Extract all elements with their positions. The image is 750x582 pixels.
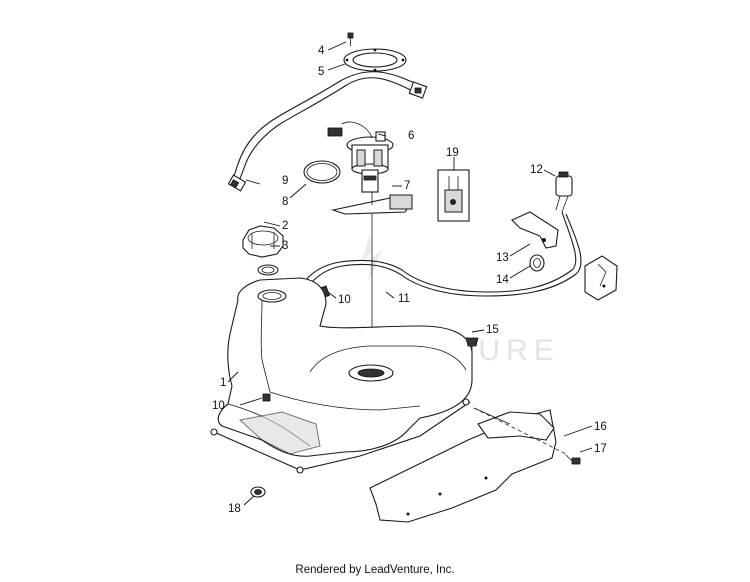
callouts: 4 5 6 7 8 9 19 12 2 3 13 14 10 11 15 1 1…: [212, 45, 607, 515]
fuel-sender-part[interactable]: [330, 192, 413, 215]
push-rivet-part[interactable]: [465, 337, 479, 356]
callout-10-upper: 10: [338, 294, 351, 306]
shield-screw-part[interactable]: [565, 454, 581, 465]
vent-valve-part[interactable]: [555, 171, 573, 213]
callout-3: 3: [282, 240, 288, 252]
callout-12: 12: [530, 164, 543, 176]
leader-lines: [227, 41, 593, 506]
fuel-pump-part[interactable]: [327, 121, 394, 193]
fuel-cap-part[interactable]: [242, 225, 284, 258]
fuel-line-hose-part[interactable]: [227, 71, 428, 192]
callout-4: 4: [318, 45, 325, 57]
drain-grommet-part[interactable]: [250, 486, 266, 498]
frame-clip: [584, 255, 618, 301]
callout-5: 5: [318, 66, 324, 78]
callout-14: 14: [496, 274, 509, 286]
hose-clamp-lower-part[interactable]: [262, 393, 271, 402]
footer-credit: Rendered by LeadVenture, Inc.: [295, 564, 455, 576]
callout-7: 7: [404, 180, 410, 192]
relay-part[interactable]: [437, 169, 470, 222]
o-ring-part[interactable]: [303, 160, 341, 184]
grommet-part[interactable]: [529, 254, 545, 272]
callout-15: 15: [486, 324, 499, 336]
callout-1: 1: [220, 377, 226, 389]
bracket-part[interactable]: [511, 211, 559, 249]
callout-6: 6: [408, 130, 414, 142]
vent-hose-part[interactable]: [297, 211, 582, 303]
callout-18: 18: [228, 503, 241, 515]
callout-13: 13: [496, 252, 509, 264]
cap-gasket-part[interactable]: [257, 264, 279, 276]
callout-8: 8: [282, 196, 288, 208]
callout-17: 17: [594, 443, 607, 455]
screw-part[interactable]: [347, 32, 354, 46]
heat-shield-part[interactable]: [369, 407, 567, 523]
retaining-ring-part[interactable]: [343, 48, 407, 72]
callout-10-lower: 10: [212, 400, 225, 412]
callout-19: 19: [446, 147, 459, 159]
callout-16: 16: [594, 421, 607, 433]
callout-9: 9: [282, 175, 288, 187]
fuel-tank-part[interactable]: [210, 277, 473, 474]
callout-11: 11: [398, 293, 410, 305]
callout-2: 2: [282, 220, 288, 232]
